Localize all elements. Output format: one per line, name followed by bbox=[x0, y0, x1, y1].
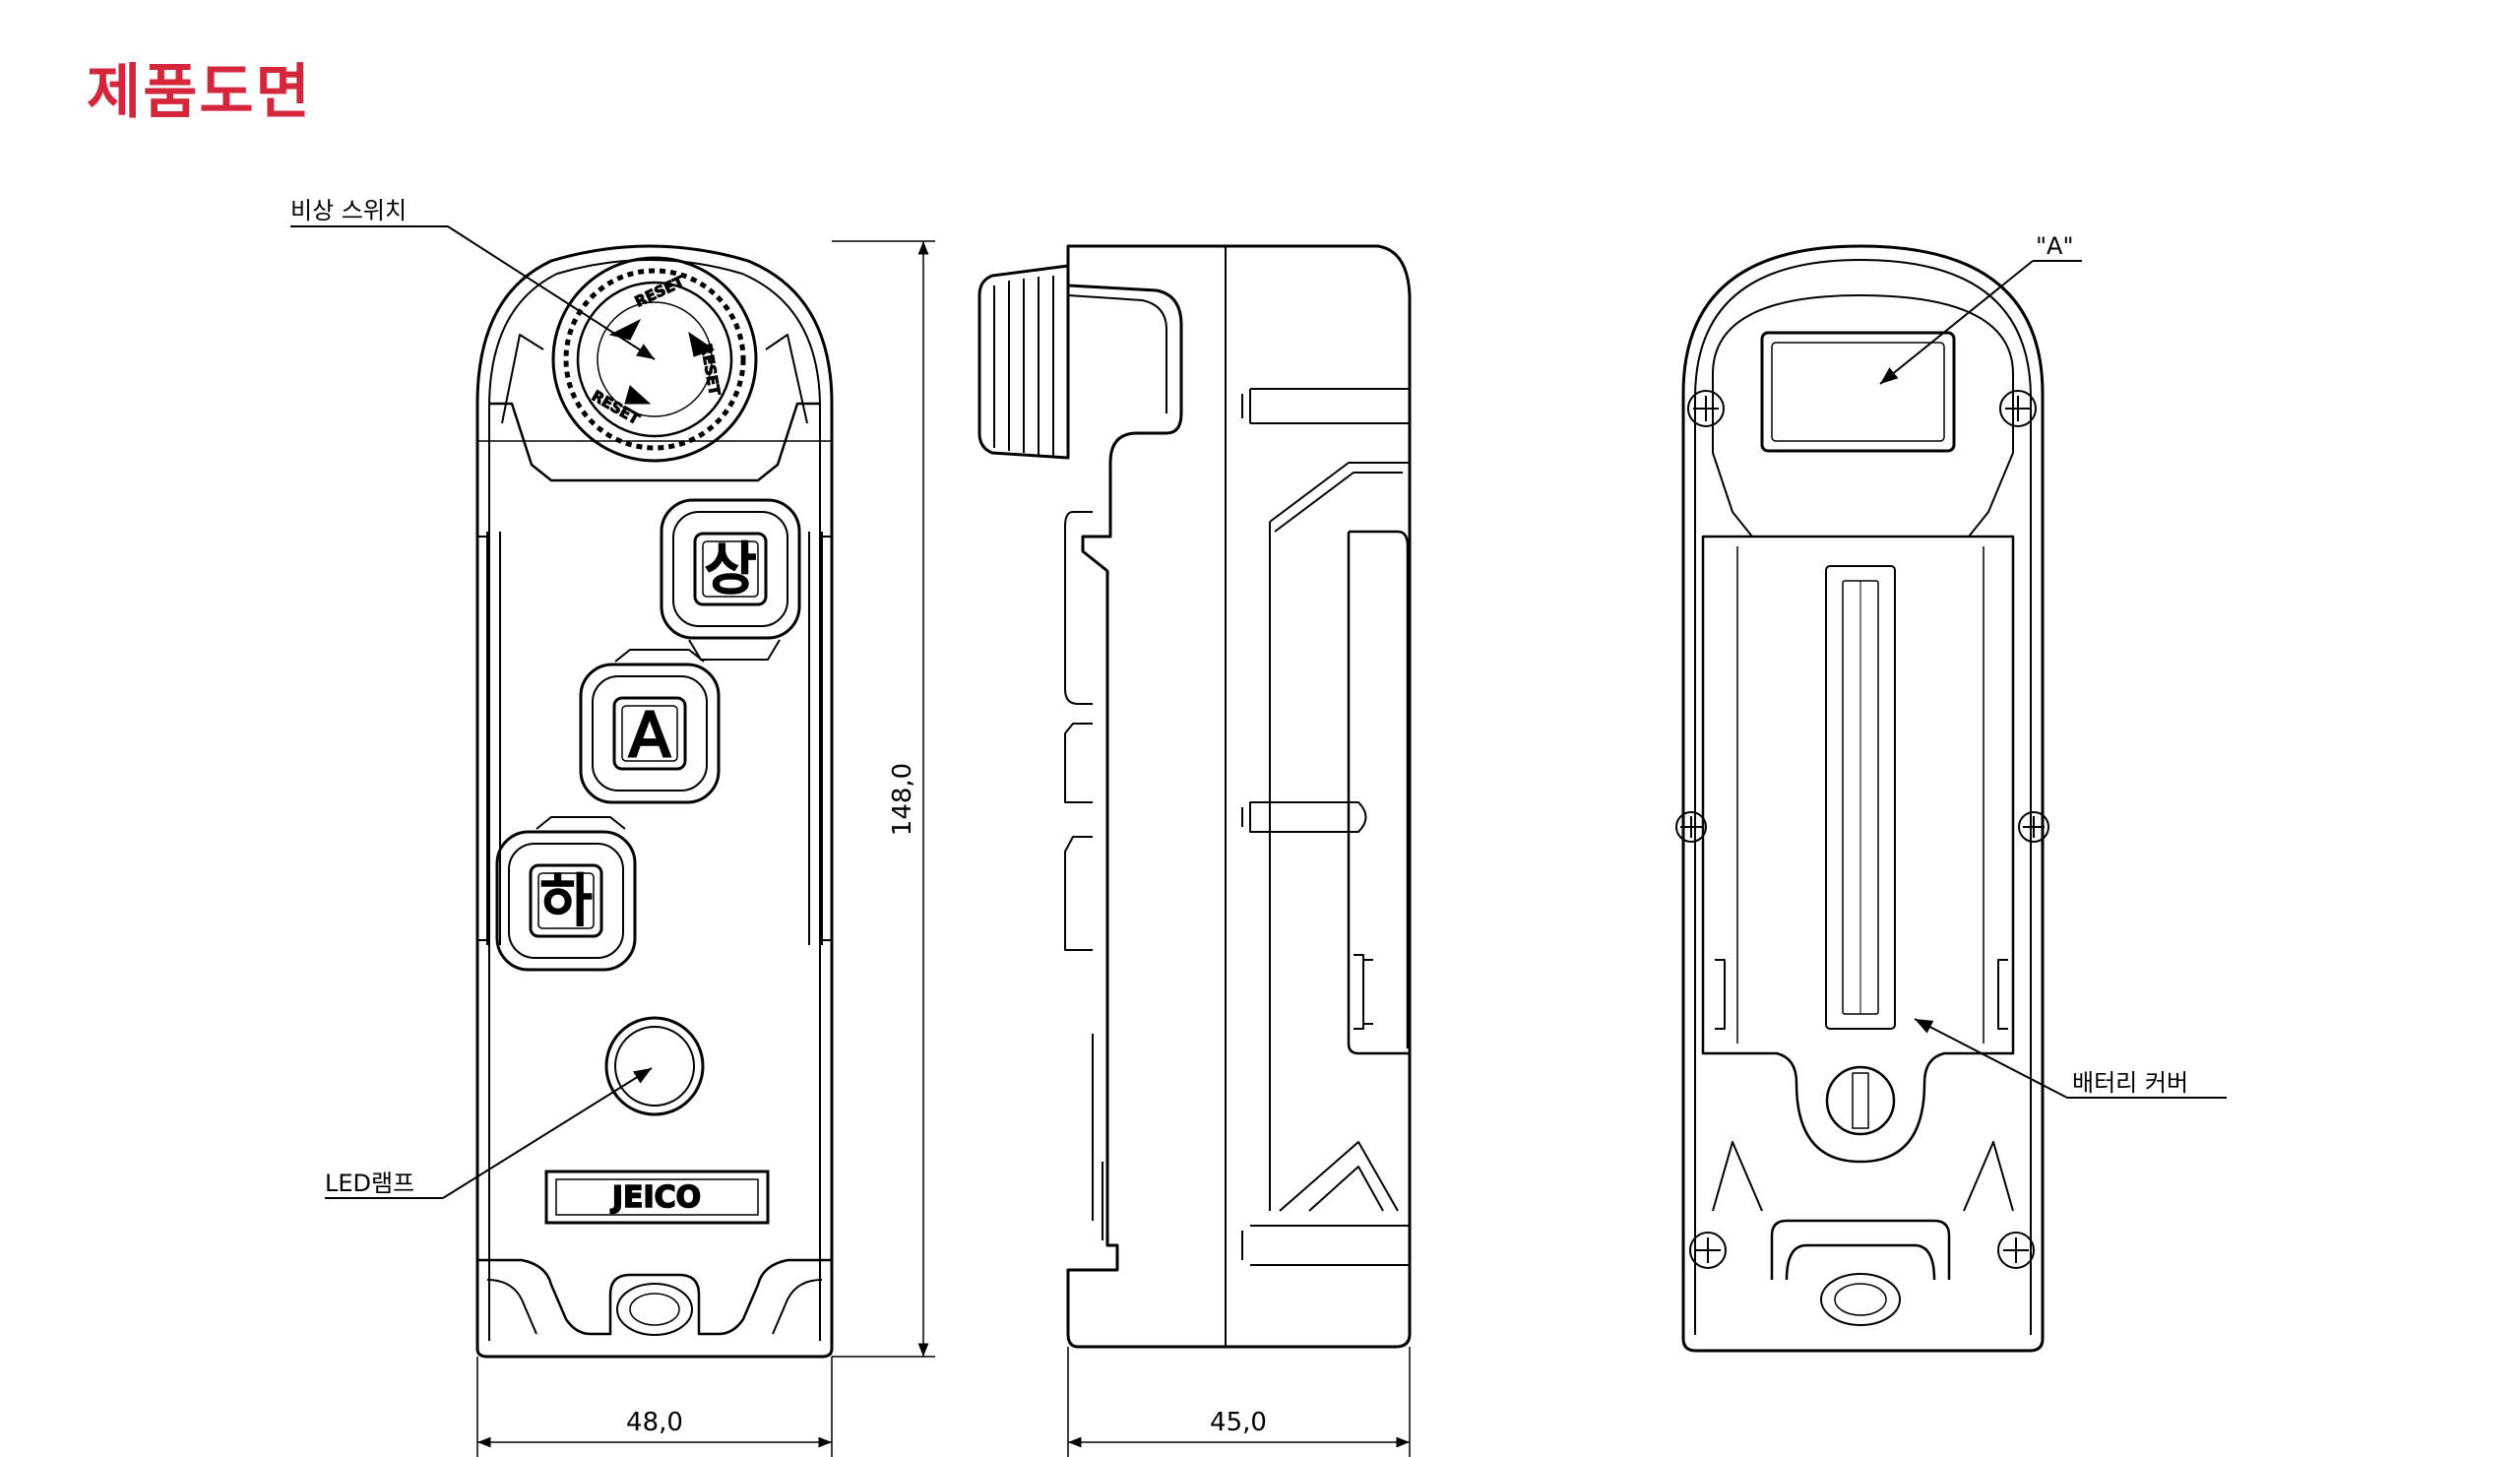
rear-view bbox=[1675, 244, 2049, 1353]
callout-led-lamp: LED램프 bbox=[325, 1170, 414, 1197]
rear-window-a bbox=[1760, 331, 1956, 453]
front-body-outline bbox=[475, 244, 834, 1359]
rear-battery-cover bbox=[1701, 535, 2015, 1164]
width-dimension: 48,0 bbox=[476, 1357, 833, 1457]
switch-reset-label-right: RESET bbox=[697, 343, 724, 398]
dimension-height: 148,0 bbox=[888, 763, 917, 836]
page-title: 제품도면 bbox=[87, 58, 312, 127]
side-view bbox=[977, 244, 1412, 1349]
button-up: 상 bbox=[660, 498, 801, 661]
button-auto-label: A bbox=[629, 699, 670, 771]
button-up-label: 상 bbox=[704, 536, 756, 602]
brand-plate: JEICO bbox=[544, 1170, 770, 1225]
button-auto: A bbox=[579, 649, 721, 804]
button-down: 하 bbox=[495, 816, 637, 972]
emergency-switch-callout: 비상 스위치 bbox=[290, 197, 656, 360]
brand-plate-label: JEICO bbox=[610, 1180, 701, 1215]
view-a-callout: "A" bbox=[1879, 232, 2082, 385]
dimension-width: 48,0 bbox=[626, 1408, 683, 1437]
battery-cover-callout: 배터리 커버 bbox=[1914, 1018, 2227, 1099]
callout-battery-cover: 배터리 커버 bbox=[2072, 1069, 2188, 1097]
led-lamp-callout: LED램프 bbox=[325, 1067, 653, 1199]
switch-reset-label-top: RESET bbox=[632, 273, 687, 311]
button-down-label: 하 bbox=[539, 867, 592, 934]
depth-dimension: 45,0 bbox=[1067, 1347, 1411, 1457]
front-view bbox=[475, 244, 834, 1359]
led-lamp bbox=[604, 1016, 705, 1116]
dimension-depth: 45,0 bbox=[1210, 1408, 1267, 1437]
rear-body-outline bbox=[1681, 244, 2045, 1353]
callout-view-a: "A" bbox=[2036, 232, 2074, 260]
front-bottom-recess bbox=[616, 1283, 693, 1336]
height-dimension: 148,0 bbox=[832, 240, 935, 1358]
side-body-outline bbox=[1066, 244, 1412, 1349]
callout-emergency-switch: 비상 스위치 bbox=[290, 197, 407, 224]
